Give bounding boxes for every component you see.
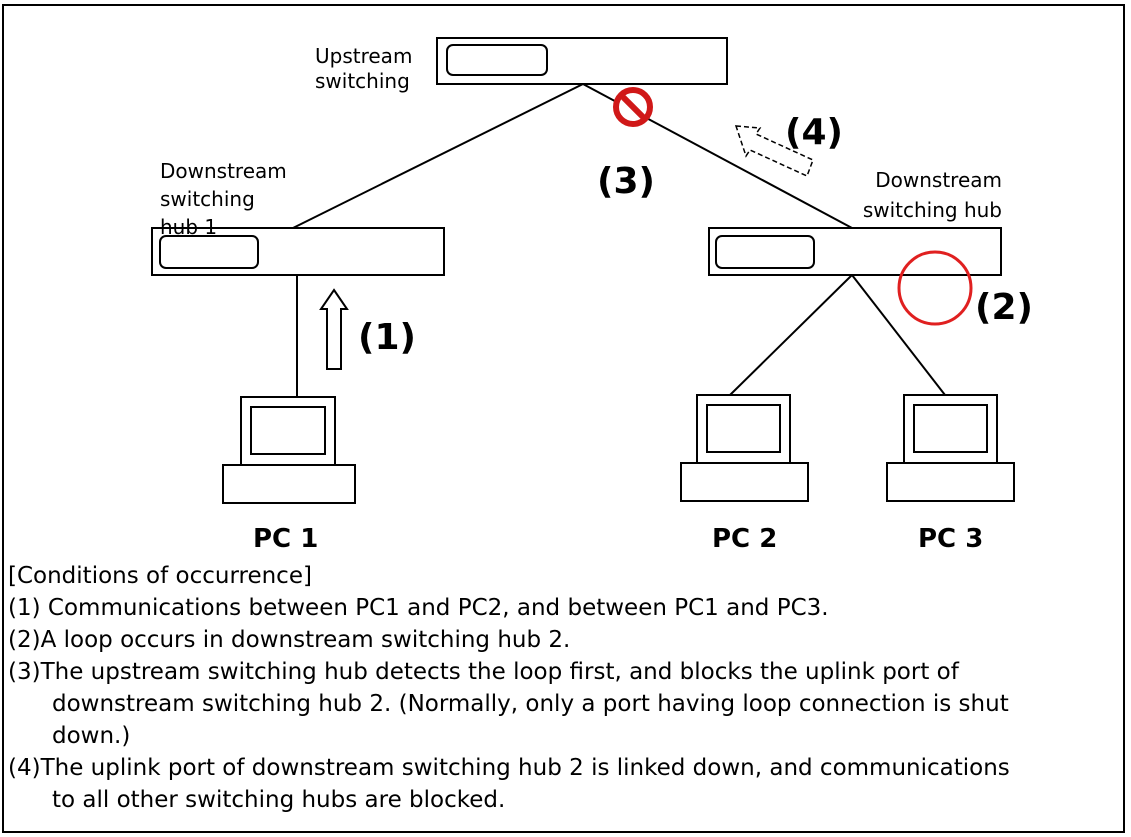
loop-circle (897, 250, 973, 326)
condition-text: The upstream switching hub detects the l… (40, 659, 959, 685)
condition-item: (3)The upstream switching hub detects th… (8, 656, 1118, 752)
marker-3: (3) (597, 161, 655, 202)
condition-marker: (1) (8, 595, 41, 621)
condition-item: (1) Communications between PC1 and PC2, … (8, 592, 1118, 624)
hub2-pc2-line (729, 274, 853, 396)
uplink-hub1-line (292, 83, 584, 229)
condition-marker: (3) (8, 659, 41, 685)
computer-icon (222, 396, 356, 504)
condition-marker: (4) (8, 755, 41, 781)
pc2-label: PC 2 (712, 524, 778, 554)
condition-text: The uplink port of downstream switching … (40, 755, 1010, 781)
condition-item: (2)A loop occurs in downstream switching… (8, 624, 1118, 656)
condition-text: A loop occurs in downstream switching hu… (40, 627, 571, 653)
condition-item: (4)The uplink port of downstream switchi… (8, 752, 1118, 816)
pc1-label: PC 1 (253, 524, 319, 554)
marker-1: (1) (358, 317, 416, 358)
condition-text: down.) (52, 723, 131, 749)
condition-text: Communications between PC1 and PC2, and … (40, 595, 829, 621)
downstream-switching-hub-1 (151, 227, 445, 276)
diagram-frame (2, 4, 1125, 833)
marker-2: (2) (975, 287, 1033, 328)
dashed-arrow (734, 125, 814, 178)
upstream-switching-hub (436, 37, 728, 85)
marker-4: (4) (785, 112, 843, 153)
downstream-hub-1-label: Downstream switching hub 1 (160, 159, 287, 239)
pc3-label: PC 3 (918, 524, 984, 554)
condition-marker: (2) (8, 627, 41, 653)
network-diagram (151, 37, 1015, 504)
conditions-section: [Conditions of occurrence] (1) Communica… (8, 560, 1118, 816)
up-arrow (319, 288, 349, 370)
downstream-hub-2-label: Downstream switching hub (862, 168, 1002, 222)
condition-text: to all other switching hubs are blocked. (52, 787, 506, 813)
conditions-heading: [Conditions of occurrence] (8, 563, 312, 589)
computer-icon (680, 394, 809, 502)
upstream-hub-label: Upstream switching (315, 44, 413, 93)
condition-text: downstream switching hub 2. (Normally, o… (52, 691, 1009, 717)
downstream-switching-hub-2 (708, 227, 1002, 276)
prohibited-icon (613, 87, 653, 127)
hub2-pc3-line (851, 274, 946, 396)
computer-icon (886, 394, 1015, 502)
